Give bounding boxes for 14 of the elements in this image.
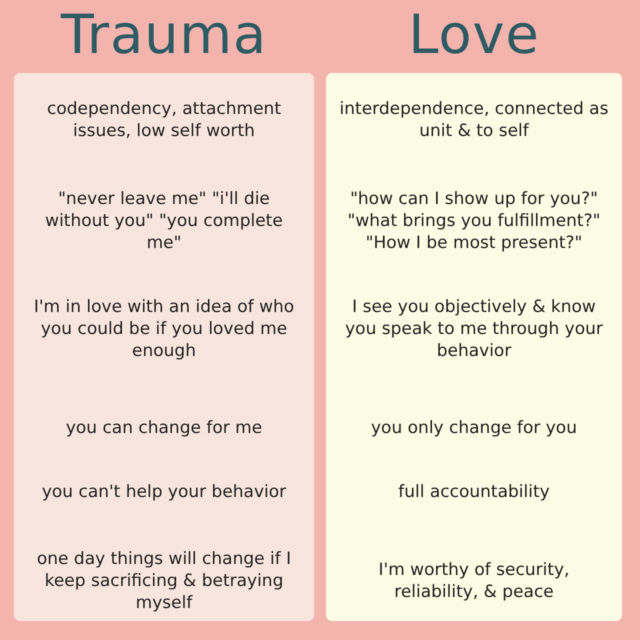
comparison-text: I'm worthy of security, reliability, & peace [378,559,570,603]
comparison-text: interdependence, connected as unit & to self [338,98,610,142]
comparison-text: one day things will change if I keep sacrificing & betraying myself [36,548,292,614]
comparison-text: codependency, attachment issues, low self worth [46,98,282,142]
comparison-text: full accountability [398,481,550,503]
column-heading: Love [408,4,540,66]
comparison-text: "never leave me" "i'll die without you" "you complete me" [44,188,284,254]
comparison-text: you can't help your behavior [42,481,286,503]
comparison-text: I'm in love with an idea of who you could be if you loved me enough [32,296,296,362]
comparison-text: you can change for me [66,417,262,439]
comparison-text: you only change for you [371,417,577,439]
comparison-text: "how can I show up for you?" "what brings you fulfillment?" "How I be most present?" [346,188,602,254]
comparison-text: I see you objectively & know you speak to me through your behavior [344,296,604,362]
column-heading: Trauma [60,4,268,66]
